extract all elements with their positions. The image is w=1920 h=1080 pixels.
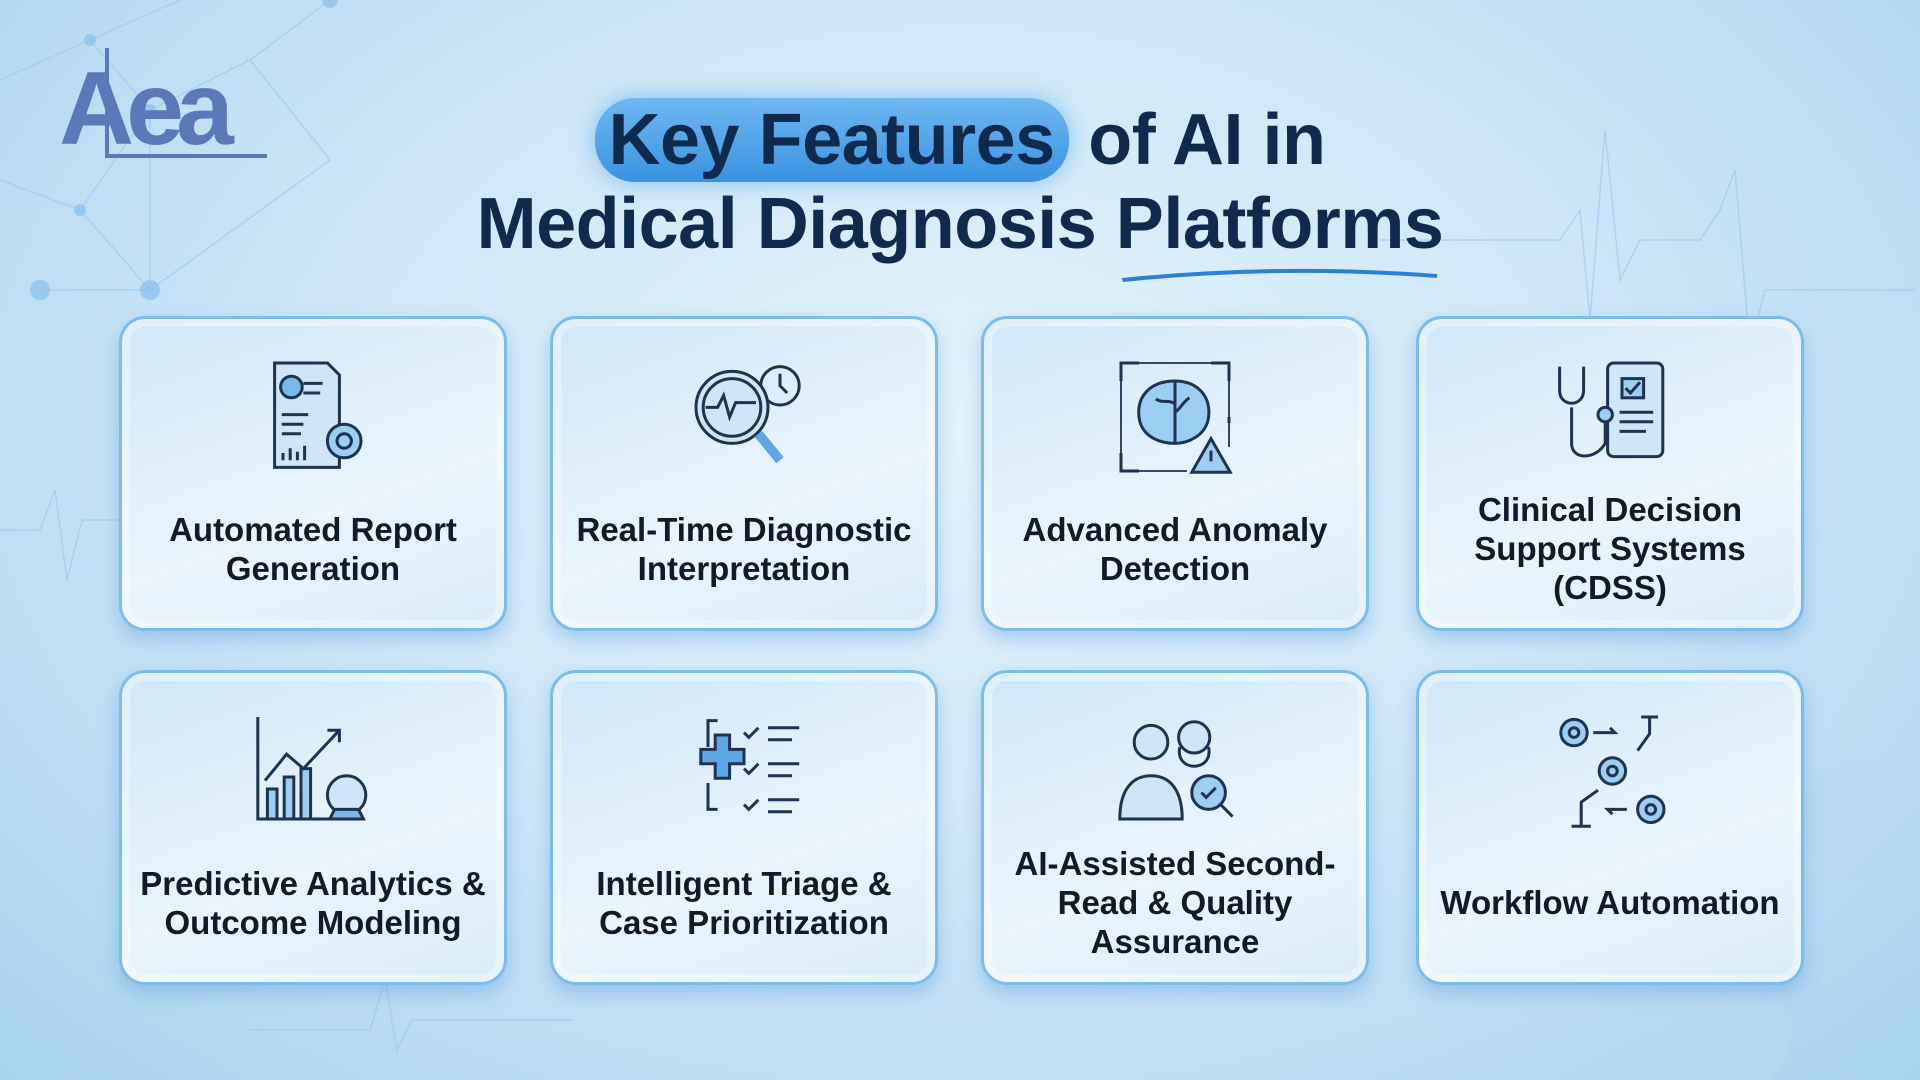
magnifier-pulse-clock-icon	[694, 365, 801, 464]
card-label: Clinical Decision Support Systems (CDSS)	[1474, 491, 1746, 606]
gears-robot-arm-icon	[1559, 715, 1666, 828]
title-highlight: Key Features	[594, 98, 1069, 182]
title-underlined-word: Platforms	[1115, 182, 1444, 282]
brain-scan-warning-icon	[1119, 361, 1233, 474]
feature-card-cdss: Clinical Decision Support Systems (CDSS)	[1416, 316, 1804, 631]
card-label: AI-Assisted Second-Read & Quality Assura…	[1014, 845, 1336, 960]
title-line1-rest: of AI in	[1068, 100, 1326, 180]
page-title: Key Features of AI in Medical Diagnosis …	[0, 98, 1920, 282]
card-label: Intelligent Triage & Case Prioritization	[596, 864, 892, 941]
doctors-check-icon	[1118, 720, 1234, 821]
medical-cross-checklist-icon	[699, 719, 800, 814]
feature-card-automated-report: Automated Report Generation	[119, 316, 507, 631]
card-label: Advanced Anomaly Detection	[1022, 510, 1328, 587]
report-gear-icon	[273, 361, 363, 469]
company-logo: Aea	[59, 46, 269, 168]
card-label: Predictive Analytics & Outcome Modeling	[140, 864, 486, 941]
chart-crystal-ball-icon	[256, 717, 368, 821]
title-underlined-text: Platforms	[1115, 184, 1444, 264]
feature-card-real-time-diagnostic: Real-Time Diagnostic Interpretation	[550, 316, 938, 631]
svg-text:Aea: Aea	[59, 51, 235, 167]
feature-card-predictive-analytics: Predictive Analytics & Outcome Modeling	[119, 670, 507, 985]
title-line2: Medical Diagnosis	[476, 184, 1116, 264]
card-label: Automated Report Generation	[169, 510, 457, 587]
feature-card-anomaly-detection: Advanced Anomaly Detection	[981, 316, 1369, 631]
underline-swoosh	[1121, 268, 1438, 282]
card-label: Workflow Automation	[1440, 884, 1780, 921]
feature-card-intelligent-triage: Intelligent Triage & Case Prioritization	[550, 670, 938, 985]
stethoscope-tablet-icon	[1558, 361, 1665, 459]
feature-card-second-read: AI-Assisted Second-Read & Quality Assura…	[981, 670, 1369, 985]
card-label: Real-Time Diagnostic Interpretation	[576, 510, 912, 587]
feature-card-workflow-automation: Workflow Automation	[1416, 670, 1804, 985]
